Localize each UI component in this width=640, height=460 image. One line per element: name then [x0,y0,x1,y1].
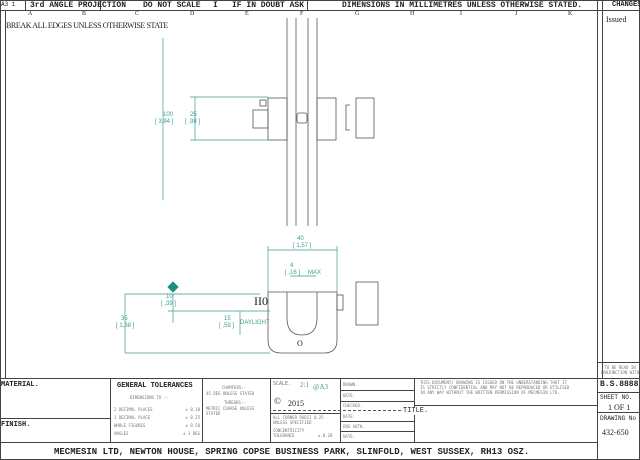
grid-letter: K [568,11,573,17]
threads-note: METRIC COARSE UNLESS STATED [206,406,255,416]
grid-letter: A [28,11,33,17]
dim-15-in: [ ,59 ] [219,323,235,329]
drawing-no: 432-650 [602,428,629,437]
projection-label: 3rd ANGLE PROJECTION [30,1,127,10]
drawn-label: DRAWN. [343,382,358,387]
date-label: DATE. [343,434,356,439]
grid-letters: A B C D E F G H I J K [0,11,597,19]
date-label: DATE. [343,393,356,398]
front-view-dimensions [124,246,338,354]
sheet-ref: A3 1 [1,1,16,8]
daylight-label: DAYLIGHT [240,320,270,326]
grid-letter: J [515,11,518,17]
threads-label: THREADS:- [224,400,246,405]
part-label-ii0: II0 [254,294,268,308]
dimensions-note: DIMENSIONS IN MILLIMETRES UNLESS OTHERWI… [342,1,583,10]
grid-letter: E [245,11,249,17]
concentricity-label: CONCENTRICITY TOLERANCE [273,428,305,438]
tolerance-value: ± 0.50 [185,423,200,428]
dim-10: 10 [166,294,173,300]
dimensions-to: DIMENSIONS TO :- [130,395,169,400]
front-view [267,281,379,354]
date-label: DATE. [343,414,356,419]
paper-size: @A3 [313,383,329,391]
tolerance-value: ± 0.25 [185,415,200,420]
scale-value: 2:1 [300,381,309,389]
material-label: MATERIAL. [1,381,39,389]
grid-letter: I [460,11,462,17]
dim-100: 100 [162,112,173,118]
tolerance-label: ANGLES [114,431,129,436]
do-not-scale: DO NOT SCALE [143,1,201,10]
top-view-dimensions [162,38,268,200]
grid-letter: B [82,11,87,17]
tolerance-value: ± 1 DEG [183,431,200,436]
year: 2015 [288,399,304,408]
changes-header: CHANGES [612,1,640,9]
dim-35: 35 [121,316,128,322]
tolerance-label: 2 DECIMAL PLACES [114,407,153,412]
break-edges-note: BREAK ALL EDGES UNLESS OTHERWISE STATE [6,21,168,30]
tolerance-value: ± 0.10 [185,407,200,412]
company-address: MECMESIN LTD, NEWTON HOUSE, SPRING COPSE… [54,447,530,457]
separator: I [213,1,218,10]
dim-4: 4 [290,263,294,269]
sheet-no: 1 OF 1 [608,403,631,412]
title-label: TITLE. [401,407,429,415]
tolerances-table: 2 DECIMAL PLACES ± 0.10 1 DECIMAL PLACE ± … [114,407,200,439]
issued-label: Issued [606,15,627,24]
dim-max: MAX [308,270,322,276]
general-tolerances-label: GENERAL TOLERANCES [117,382,193,390]
drawing-no-label: DRAWING No [600,415,637,422]
dim-40: 40 [297,236,304,242]
grid-letter: H [410,11,415,17]
dim-100-in: [ 3,94 ] [155,119,174,125]
corner-note: ALL CORNER RADII 0.25 UNLESS SPECIFIED [273,415,324,425]
grid-letter: D [190,11,195,17]
datum-diamond-icon [167,281,179,293]
chamfers-label: CHAMFERS:- [222,385,247,390]
part-label-o: O [297,339,303,348]
if-in-doubt: IF IN DOUBT ASK [232,1,305,10]
grid-letter: G [355,11,360,17]
dim-10-in: [ ,39 ] [161,301,177,307]
dim-4-in: [ ,16 ] [285,270,301,276]
bs-note: TO BE READ IN CONJUNCTION WITH [600,365,640,375]
grid-letter: F [300,11,304,17]
top-view [252,18,375,226]
dim-25: 25 [190,112,197,118]
dim-25-in: [ ,98 ] [185,119,201,125]
concentricity-value: ± 0.20 [318,433,333,438]
dim-40-in: [ 1,57 ] [293,243,312,249]
chamfers-note: 45 DEG UNLESS STATED [206,391,255,396]
grid-letter: C [135,11,140,17]
copyright-icon: © [274,396,281,406]
checked-label: CHECKED. [343,403,363,408]
tolerance-label: 1 DECIMAL PLACE [114,415,151,420]
eng-auth-label: ENG AUTH. [343,424,365,429]
dim-15: 15 [224,316,231,322]
finish-label: FINISH. [1,421,31,429]
dim-35-in: [ 1,38 ] [116,323,135,329]
scale-label: SCALE. [273,381,292,387]
confidential-note: THIS DOCUMENT/ DRAWING IS ISSUED ON THE … [420,380,570,395]
sheet-no-label: SHEET NO. [600,394,633,401]
tolerance-label: WHOLE FIGURES [114,423,146,428]
bs-number: B.S.8888 [600,380,639,389]
